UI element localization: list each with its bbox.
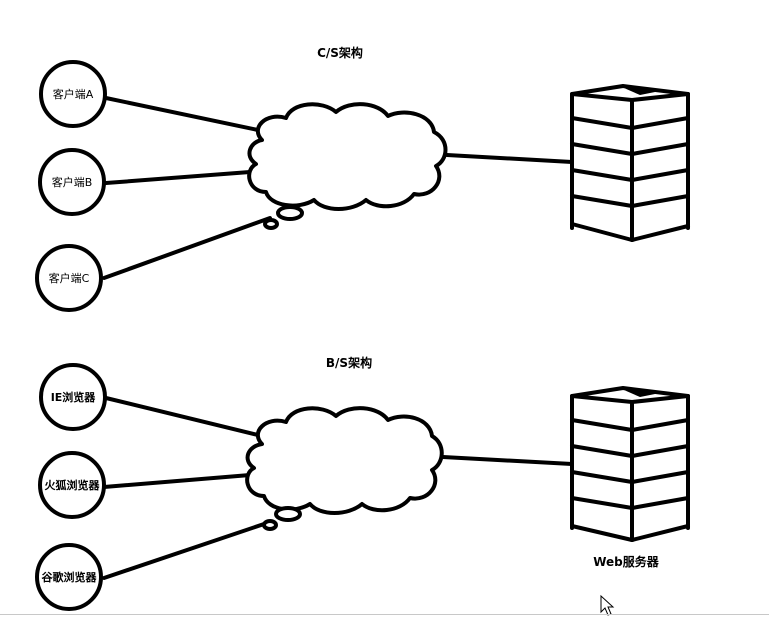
cs-title: C/S架构: [317, 45, 363, 60]
cs-client-c-label: 客户端C: [49, 271, 90, 285]
bs-link-chrome: [102, 520, 272, 580]
bottom-divider: [0, 614, 769, 615]
cs-connections: [102, 96, 574, 280]
cs-link-b: [104, 170, 252, 185]
network-cloud-icon: [247, 102, 448, 230]
server-tower-icon: [570, 84, 690, 242]
bs-browser-firefox-label: 火狐浏览器: [45, 478, 101, 492]
cs-client-c: 客户端C: [35, 244, 103, 312]
bs-browser-ie-label: IE浏览器: [51, 390, 97, 404]
cs-link-server: [445, 153, 574, 164]
bs-link-server: [441, 455, 574, 466]
cs-link-c: [102, 216, 272, 280]
cs-client-b-label: 客户端B: [52, 175, 93, 189]
cs-link-a: [104, 96, 260, 132]
bs-browser-firefox: 火狐浏览器: [38, 451, 106, 519]
bs-link-firefox: [102, 473, 252, 489]
bs-connections: [102, 396, 574, 580]
bs-title: B/S架构: [326, 355, 372, 370]
bs-browser-ie: IE浏览器: [39, 363, 107, 431]
cs-client-b: 客户端B: [38, 148, 106, 216]
server-tower-icon: [570, 386, 690, 542]
bs-browser-chrome-label: 谷歌浏览器: [42, 570, 98, 584]
cs-client-a-label: 客户端A: [53, 87, 94, 101]
server-label: Web服务器: [593, 554, 660, 569]
cs-client-a: 客户端A: [39, 60, 107, 128]
mouse-pointer-icon: [600, 594, 615, 616]
network-cloud-icon: [245, 406, 444, 531]
bs-browser-chrome: 谷歌浏览器: [35, 543, 103, 611]
bs-link-ie: [104, 396, 260, 437]
